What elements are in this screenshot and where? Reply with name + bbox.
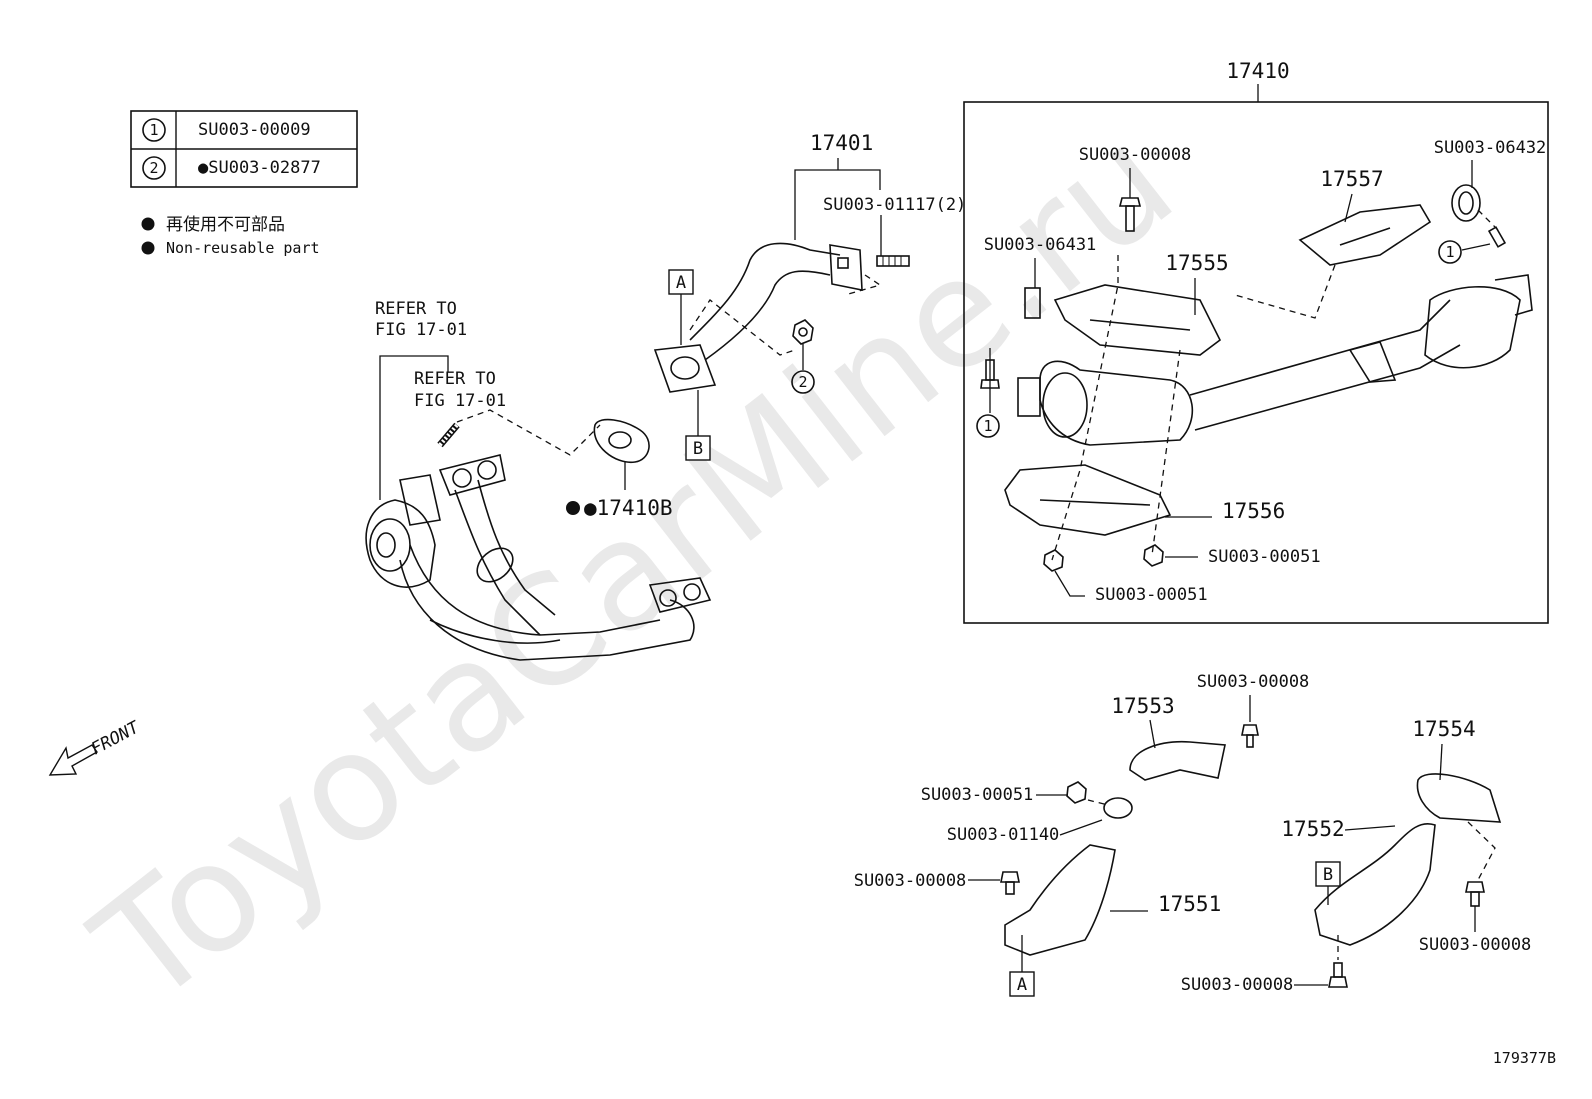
- bolt-icon: [1241, 724, 1259, 748]
- nut-icon: [1043, 549, 1064, 572]
- clamp-icon: [1451, 184, 1481, 222]
- legend-note-en: Non-reusable part: [166, 239, 320, 257]
- refer-a-line1: REFER TO: [375, 299, 457, 319]
- box-b-bottom-label: B: [1323, 865, 1333, 885]
- callout-su003-00051-right: SU003-00051: [1208, 547, 1321, 567]
- callout-17556: 17556: [1222, 499, 1285, 523]
- callout-su003-00008-17552-bottom: SU003-00008: [1181, 975, 1294, 995]
- stud-su003-01117-icon: [876, 255, 910, 267]
- bolt-icon: [980, 359, 1000, 389]
- heat-shield-17552-drawing: [1314, 823, 1436, 946]
- box-a-label: A: [676, 273, 686, 293]
- circle-2-label: 2: [798, 373, 807, 391]
- callout-17554: 17554: [1412, 717, 1475, 741]
- bolt-icon: [1328, 962, 1348, 988]
- callout-su003-00051-bottom: SU003-00051: [1095, 585, 1208, 605]
- heat-shield-17555-drawing: [1053, 284, 1222, 356]
- legend-row1-num: 1: [149, 121, 158, 139]
- callout-su003-06431: SU003-06431: [984, 235, 1097, 255]
- callout-17551: 17551: [1158, 892, 1221, 916]
- box-a-bottom-label: A: [1017, 975, 1027, 995]
- callout-17410b: ●17410B: [584, 496, 673, 520]
- callout-su003-01117: SU003-01117(2): [823, 195, 966, 215]
- legend-row2-num: 2: [149, 159, 158, 177]
- heat-shield-17553-drawing: [1129, 740, 1226, 781]
- callout-17410: 17410: [1226, 59, 1289, 83]
- exhaust-manifold-drawing: [365, 454, 712, 661]
- nut-icon: [1143, 544, 1164, 567]
- callout-su003-00008-17551: SU003-00008: [854, 871, 967, 891]
- bolt-icon: [1118, 197, 1142, 232]
- gasket-17410b-drawing: [593, 418, 650, 463]
- refer-b-line1: REFER TO: [414, 369, 496, 389]
- callout-su003-01140: SU003-01140: [947, 825, 1060, 845]
- refer-b-line2: FIG 17-01: [414, 391, 506, 411]
- heat-shield-17556-drawing: [1004, 464, 1172, 536]
- callout-17555: 17555: [1165, 251, 1228, 275]
- clip-icon: [1024, 287, 1041, 319]
- nut-icon: [792, 319, 814, 345]
- clamp-icon: [1103, 797, 1133, 819]
- callout-su003-00051-17553: SU003-00051: [921, 785, 1034, 805]
- stud-icon: [437, 422, 460, 448]
- callout-17552: 17552: [1281, 817, 1344, 841]
- catalytic-converter-drawing: [1017, 274, 1533, 446]
- bolt-icon: [1487, 226, 1507, 248]
- legend-table: 1 SU003-00009 2 ●SU003-02877: [130, 110, 358, 188]
- nut-icon: [1066, 781, 1087, 804]
- callout-17401: 17401: [810, 131, 873, 155]
- assembly-17410-box: [963, 101, 1549, 624]
- circle-1-left-label: 1: [983, 417, 992, 435]
- legend-row1-code: SU003-00009: [198, 120, 311, 140]
- callout-su003-06432: SU003-06432: [1434, 138, 1547, 158]
- front-arrow-icon: [48, 744, 99, 776]
- bolt-icon: [1000, 871, 1020, 895]
- heat-shield-17551-drawing: [1004, 844, 1116, 956]
- callout-su003-00008-17553: SU003-00008: [1197, 672, 1310, 692]
- callout-su003-00008-17552-right: SU003-00008: [1419, 935, 1532, 955]
- heat-shield-17554-drawing: [1416, 773, 1502, 823]
- heat-shield-17557-drawing: [1298, 204, 1432, 266]
- front-pipe-17401-drawing: [653, 242, 863, 393]
- bolt-icon: [1465, 881, 1485, 907]
- box-b-label: B: [693, 439, 703, 459]
- figure-code: 179377B: [1493, 1049, 1556, 1067]
- refer-a-line2: FIG 17-01: [375, 320, 467, 340]
- callout-17553: 17553: [1111, 694, 1174, 718]
- legend-row2-code: ●SU003-02877: [198, 158, 321, 178]
- legend-notes: 再使用不可部品 Non-reusable part: [141, 214, 320, 257]
- legend-note-jp: 再使用不可部品: [166, 214, 285, 235]
- callout-17557: 17557: [1320, 167, 1383, 191]
- circle-1-right-label: 1: [1445, 243, 1454, 261]
- callout-su003-00008-top: SU003-00008: [1079, 145, 1192, 165]
- front-label: FRONT: [88, 717, 144, 760]
